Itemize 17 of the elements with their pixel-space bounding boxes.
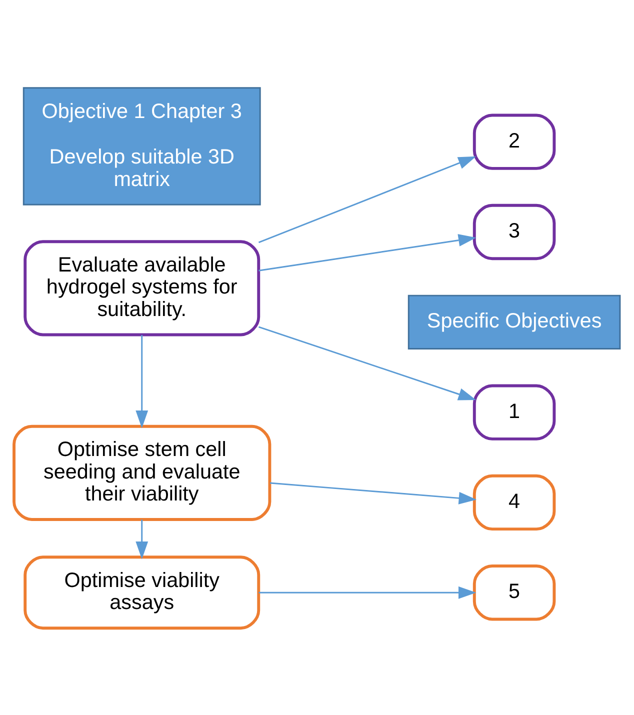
node-box: Optimise stem cell seeding and evaluate their viability [12, 424, 272, 520]
node-box: 3 [472, 203, 556, 260]
node-box: 4 [472, 474, 556, 530]
arrow [258, 234, 476, 271]
arrow [258, 156, 476, 243]
node-box: 2 [472, 113, 556, 170]
node-box: Optimise viability assays [24, 555, 260, 630]
arrow [136, 519, 148, 559]
node-box: 5 [472, 564, 556, 620]
arrow [258, 326, 476, 400]
arrow [136, 334, 148, 428]
node-box: Specific Objectives [408, 294, 621, 349]
node-box: Objective 1 Chapter 3 Develop suitable 3D matrix [22, 86, 261, 205]
arrow [258, 586, 476, 598]
node-box: 1 [472, 384, 556, 440]
node-box: Evaluate available hydrogel systems for suitability. [24, 240, 260, 336]
arrow [270, 482, 477, 504]
